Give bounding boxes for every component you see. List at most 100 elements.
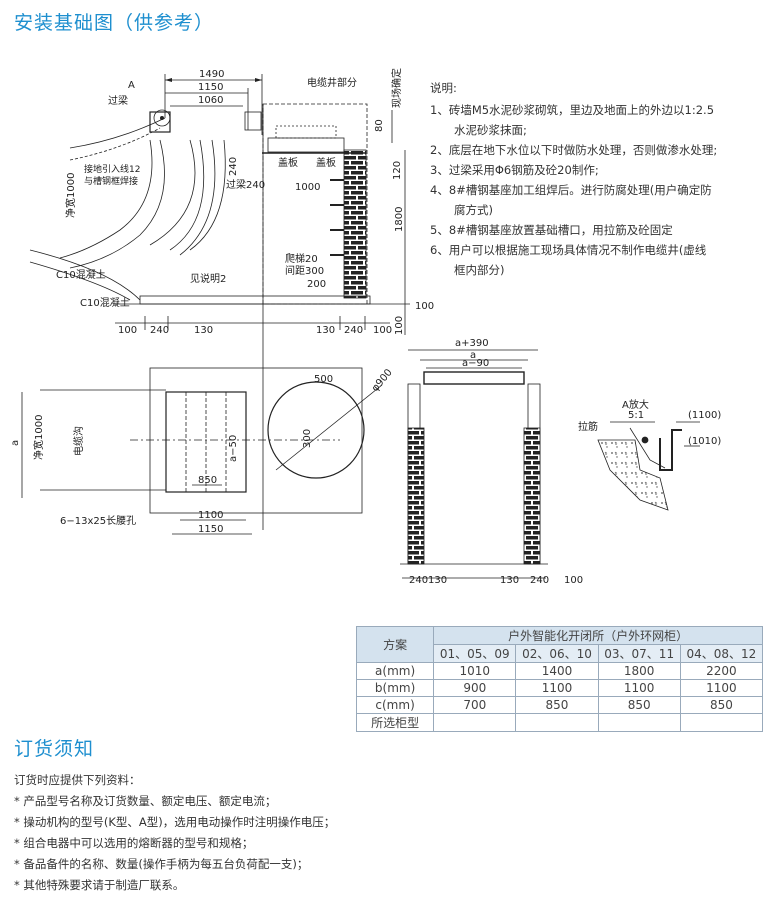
- notes-heading: 说明:: [430, 81, 457, 95]
- label-clear-height: 净宽1000: [64, 173, 77, 218]
- note-2: 2、底层在地下水位以下时做防水处理，否则做渗水处理;: [430, 143, 718, 157]
- cell-cabinet-2: [515, 713, 599, 732]
- dim-100-right: 100: [415, 301, 434, 312]
- label-see-note-2: 见说明2: [190, 272, 226, 285]
- label-ladder-2: 间距300: [285, 264, 324, 277]
- detail-A-title: A放大: [622, 398, 649, 411]
- detail-scale: 5:1: [628, 410, 644, 421]
- dim-1490: 1490: [199, 69, 224, 80]
- dim-bottom-130a: 130: [194, 325, 213, 336]
- label-guoliang: 过梁: [108, 94, 128, 107]
- table-row: 所选柜型: [355, 713, 763, 732]
- label-cable-well: 电缆井部分: [307, 76, 357, 89]
- order-item-2: * 操动机构的型号(K型、A型)，选用电动操作时注明操作电压；: [14, 815, 336, 829]
- cell-c-3: 850: [597, 696, 681, 714]
- label-c10-a: C10混凝土: [56, 268, 106, 281]
- note-4-cont: 腐方式): [454, 203, 493, 217]
- sec-dim-a90: a−90: [462, 358, 489, 369]
- cell-c-1: 700: [433, 696, 517, 714]
- table-scheme-header: 方案: [355, 626, 435, 663]
- cell-a-2: 1400: [515, 662, 599, 680]
- spec-table: 方案 户外智能化开闭所（户外环网柜） 01、05、09 02、06、10 03、…: [355, 626, 763, 732]
- cell-a-1: 1010: [433, 662, 517, 680]
- order-item-3: * 组合电器中可以选用的熔断器的型号和规格；: [14, 836, 254, 850]
- table-col-2: 02、06、10: [515, 644, 599, 663]
- sec-dim-240b: 240: [530, 575, 549, 586]
- cell-cabinet-3: [597, 713, 681, 732]
- cell-b-4: 1100: [679, 679, 763, 697]
- cell-a-4: 2200: [679, 662, 763, 680]
- dim-bottom-100a: 100: [118, 325, 137, 336]
- label-lead-in-1: 接地引入线12: [84, 163, 140, 175]
- table-row: b(mm) 900 1100 1100 1100: [355, 679, 763, 697]
- plan-phi900: φ900: [370, 367, 395, 394]
- order-title: 订货须知: [14, 738, 95, 760]
- dim-1150: 1150: [198, 82, 223, 93]
- dim-1000: 1000: [295, 182, 320, 193]
- plan-dim-300: 300: [302, 429, 313, 448]
- sec-dim-130b: 130: [500, 575, 519, 586]
- cell-cabinet-4: [679, 713, 763, 732]
- cell-c-4: 850: [679, 696, 763, 714]
- label-site-fix: 现场确定: [390, 68, 403, 108]
- dim-240b: 240: [246, 180, 265, 191]
- cell-b-1: 900: [433, 679, 517, 697]
- table-col-4: 04、08、12: [679, 644, 763, 663]
- cell-c-2: 850: [515, 696, 599, 714]
- page-title: 安装基础图（供参考）: [14, 12, 215, 34]
- plan-dim-500: 500: [314, 374, 333, 385]
- plan-dim-1100: 1100: [198, 510, 223, 521]
- plan-dim-a50: a−50: [228, 435, 239, 462]
- plan-dim-a: a: [10, 440, 21, 446]
- label-c10-b: C10混凝土: [80, 296, 130, 309]
- label-cover-2: 盖板: [316, 156, 336, 169]
- notes-block: 说明: 1、砖墙M5水泥砂浆砌筑，里边及地面上的外边以1:2.5 水泥砂浆抹面;…: [430, 78, 755, 280]
- note-6: 6、用户可以根据施工现场具体情况不制作电缆井(虚线: [430, 243, 707, 257]
- detail-dim-1010: (1010): [688, 436, 721, 447]
- dim-80: 80: [374, 119, 385, 132]
- order-notes: 订货时应提供下列资料： * 产品型号名称及订货数量、额定电压、额定电流； * 操…: [14, 770, 335, 896]
- cell-b-2: 1100: [515, 679, 599, 697]
- dim-240a: 240: [228, 157, 239, 176]
- foundation-drawing: A 1490 1150 1060 过梁 电缆井部分 现场确定 80 盖板 盖板 …: [10, 68, 721, 586]
- row-label-c: c(mm): [355, 696, 435, 714]
- sec-dim-a390: a+390: [455, 338, 489, 349]
- sec-dim-130a: 130: [428, 575, 447, 586]
- table-col-3: 03、07、11: [597, 644, 681, 663]
- plan-dim-1150: 1150: [198, 524, 223, 535]
- plan-dim-850: 850: [198, 475, 217, 486]
- cell-a-3: 1800: [597, 662, 681, 680]
- plan-clear-width: 净宽1000: [32, 415, 45, 460]
- label-lead-in-2: 与槽钢框焊接: [84, 175, 138, 187]
- table-col-1: 01、05、09: [433, 644, 517, 663]
- sec-dim-100: 100: [564, 575, 583, 586]
- sec-dim-240: 240: [409, 575, 428, 586]
- detail-dim-1100: (1100): [688, 410, 721, 421]
- dim-bottom-240b: 240: [344, 325, 363, 336]
- note-1: 1、砖墙M5水泥砂浆砌筑，里边及地面上的外边以1:2.5: [430, 103, 715, 117]
- detail-rebar: 拉筋: [578, 420, 598, 433]
- note-6-cont: 框内部分): [454, 263, 505, 277]
- note-1-cont: 水泥砂浆抹面;: [454, 123, 527, 137]
- table-row: c(mm) 700 850 850 850: [355, 696, 763, 714]
- dim-200: 200: [307, 279, 326, 290]
- row-label-cabinet: 所选柜型: [355, 713, 435, 732]
- order-item-1: * 产品型号名称及订货数量、额定电压、额定电流；: [14, 794, 277, 808]
- sec-dim-a: a: [470, 350, 476, 361]
- cell-cabinet-1: [433, 713, 517, 732]
- label-A: A: [128, 80, 135, 91]
- cell-b-3: 1100: [597, 679, 681, 697]
- dim-bottom-100b: 100: [373, 325, 392, 336]
- row-label-a: a(mm): [355, 662, 435, 680]
- dim-bottom-240a: 240: [150, 325, 169, 336]
- plan-holes: 6−13x25长腰孔: [60, 515, 136, 527]
- table-group-header: 户外智能化开闭所（户外环网柜）: [433, 626, 763, 645]
- order-item-5: * 其他特殊要求请于制造厂联系。: [14, 878, 185, 892]
- plan-trench: 电缆沟: [72, 426, 85, 456]
- label-cover-1: 盖板: [278, 156, 298, 169]
- order-item-4: * 备品备件的名称、数量(操作手柄为每五台负荷配一支)；: [14, 857, 309, 871]
- dim-1800: 1800: [394, 207, 405, 232]
- note-4: 4、8#槽钢基座加工组焊后。进行防腐处理(用户确定防: [430, 183, 712, 197]
- row-label-b: b(mm): [355, 679, 435, 697]
- note-3: 3、过梁采用Φ6钢筋及砼20制作;: [430, 163, 599, 177]
